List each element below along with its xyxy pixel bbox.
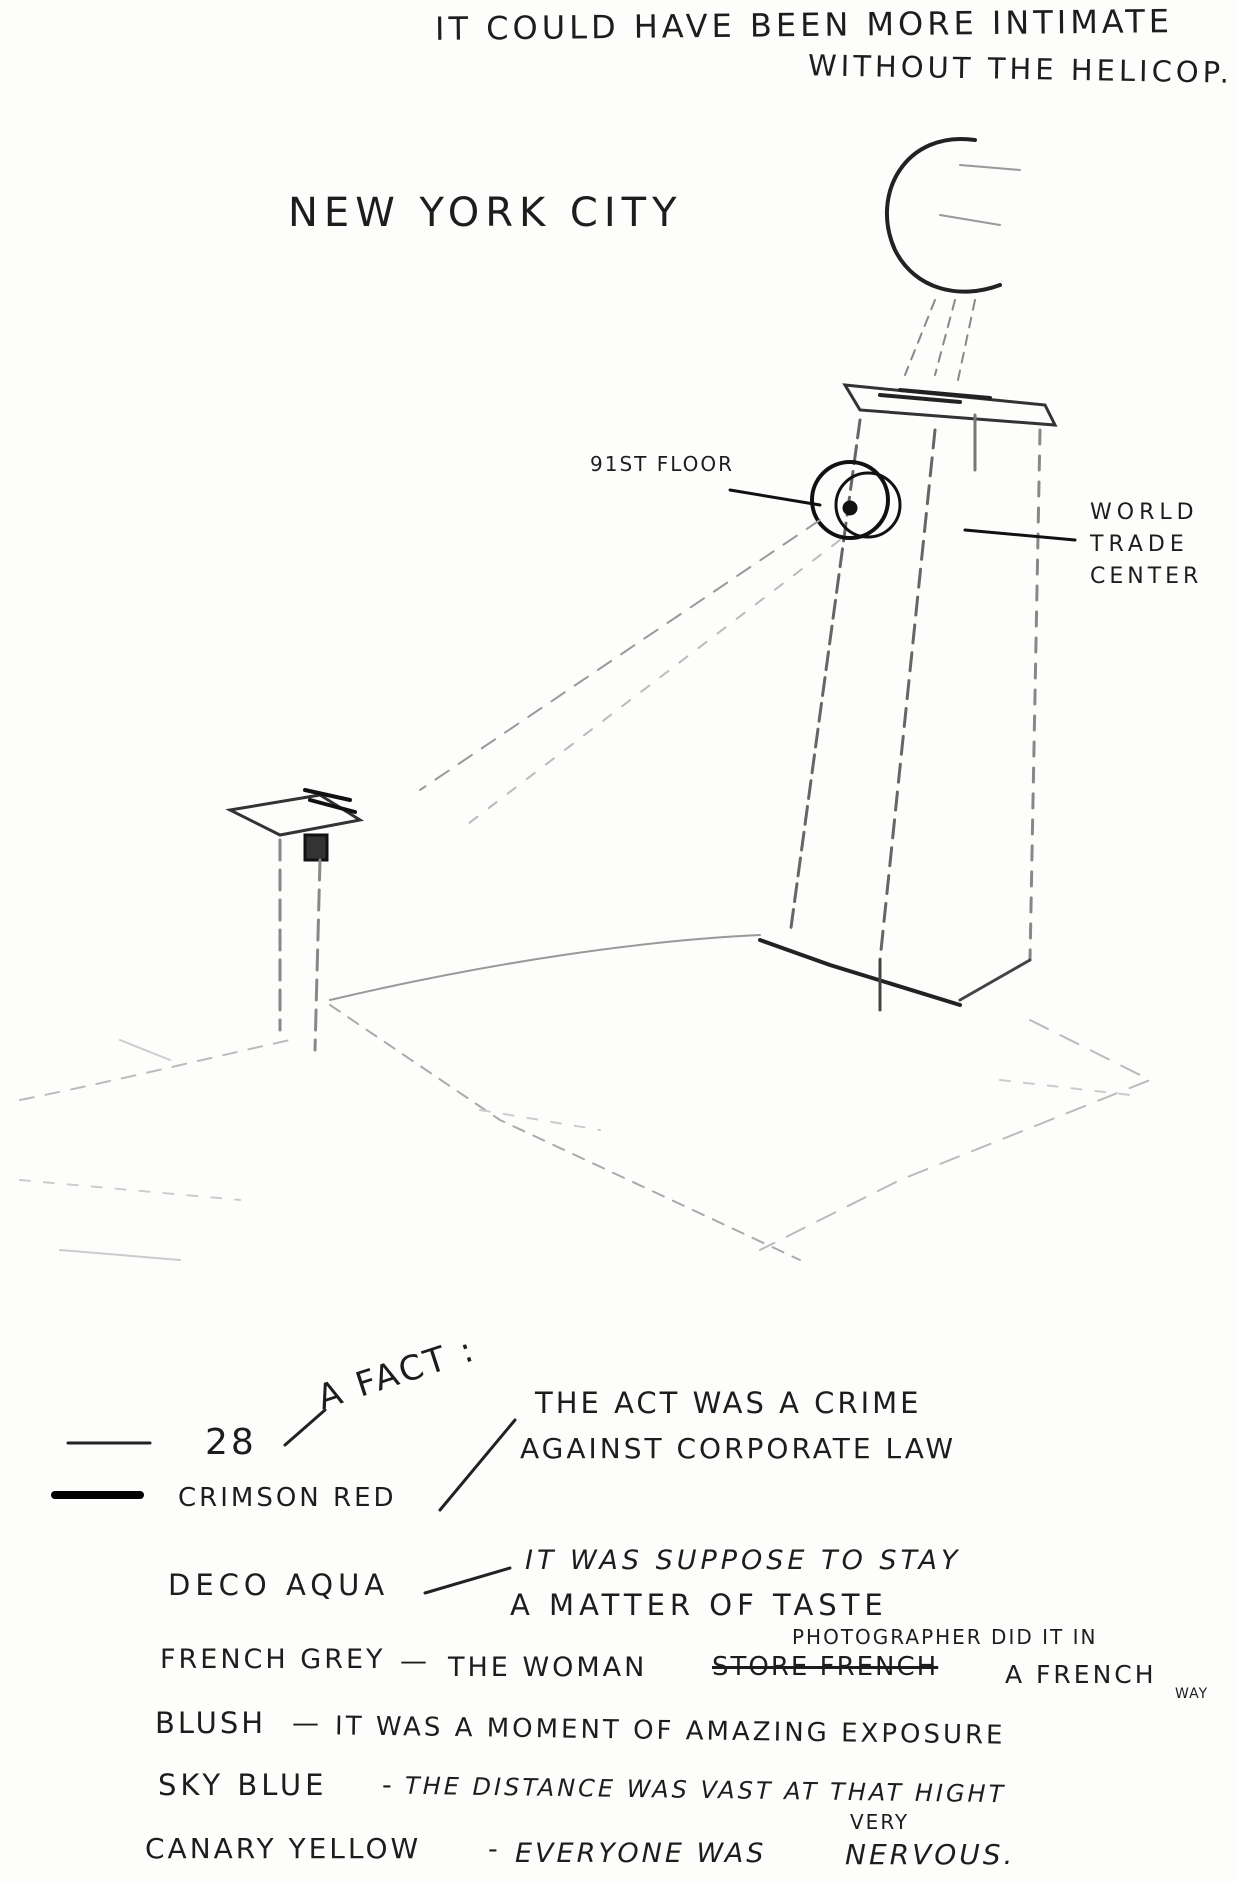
header-line-1: IT COULD HAVE BEEN MORE INTIMATE <box>435 2 1173 48</box>
wtc-label-line-2: TRADE <box>1090 532 1189 557</box>
thin-line-value: 28 <box>205 1422 257 1463</box>
thick-line-value: CRIMSON RED <box>178 1483 397 1513</box>
note-canary-yellow-insert: VERY <box>850 1810 909 1834</box>
crime-line-1: THE ACT WAS A CRIME <box>535 1386 921 1420</box>
note-french-grey-lead: THE WOMAN <box>448 1652 647 1683</box>
tower-right-edge <box>1030 430 1040 960</box>
note-french-grey-color: FRENCH GREY <box>160 1644 386 1675</box>
note-sky-blue-color: SKY BLUE <box>158 1768 327 1802</box>
note-canary-yellow-color: CANARY YELLOW <box>145 1832 421 1865</box>
wtc-label-line-3: CENTER <box>1090 564 1202 589</box>
note-french-grey-dash: — <box>400 1646 430 1677</box>
wtc-label-line-1: WORLD <box>1090 500 1199 525</box>
floor-label: 91ST FLOOR <box>590 452 734 476</box>
crime-line-2: AGAINST CORPORATE LAW <box>520 1432 956 1465</box>
note-canary-yellow-text-1: EVERYONE WAS <box>515 1838 766 1869</box>
note-blush-dash: — <box>292 1708 322 1739</box>
note-canary-yellow-text-2: NERVOUS. <box>845 1838 1015 1871</box>
note-french-grey-above: PHOTOGRAPHER DID IT IN <box>792 1625 1097 1649</box>
note-canary-yellow-dash: - <box>488 1834 501 1865</box>
tower-roof <box>845 385 1055 425</box>
note-french-grey-tail-2: WAY <box>1175 1686 1208 1702</box>
note-blush-color: BLUSH <box>155 1706 266 1740</box>
beam-line <box>420 520 820 790</box>
note-deco-aqua-text-1: IT WAS SUPPOSE TO STAY <box>525 1545 962 1576</box>
city-title: NEW YORK CITY <box>288 190 683 236</box>
note-deco-aqua-color: DECO AQUA <box>168 1568 389 1602</box>
tower-left-edge <box>790 420 860 935</box>
small-building-roof <box>230 795 360 835</box>
note-french-grey-tail: A FRENCH <box>1005 1660 1157 1689</box>
note-french-grey-struck: STORE FRENCH <box>712 1652 938 1682</box>
note-deco-aqua-text-2: A MATTER OF TASTE <box>510 1588 888 1622</box>
note-sky-blue-dash: - <box>382 1770 395 1801</box>
